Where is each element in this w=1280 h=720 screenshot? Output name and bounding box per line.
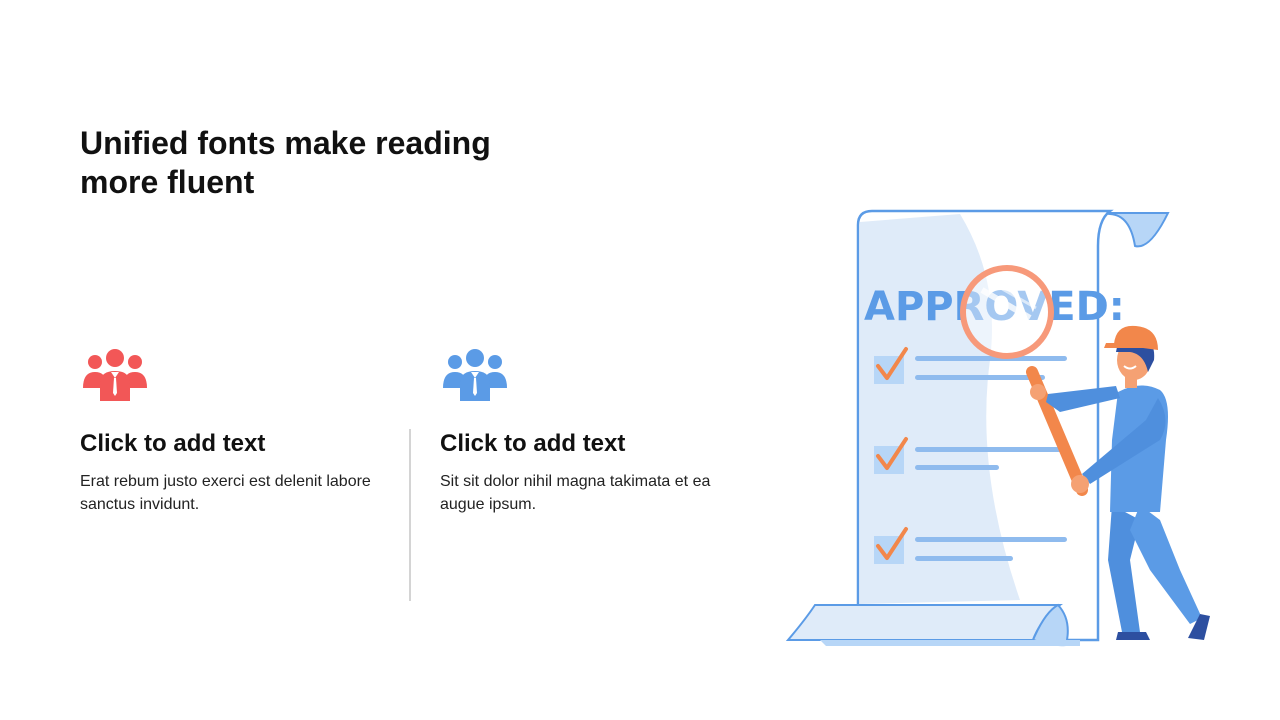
approved-text: APPROVED: <box>864 284 1125 330</box>
approval-illustration: APPROVED: <box>785 209 1210 647</box>
feature-card-2: Click to add text Sit sit dolor nihil ma… <box>440 344 740 516</box>
card-body: Sit sit dolor nihil magna takimata et ea… <box>440 473 711 513</box>
slide-title: Unified fonts make reading more fluent <box>80 125 491 200</box>
card-heading: Click to add text <box>80 430 266 457</box>
checklist <box>874 347 1067 564</box>
card-heading: Click to add text <box>440 430 626 457</box>
scroll-bottom-curl <box>785 604 1063 641</box>
magnifier-icon <box>960 265 1088 496</box>
column-divider <box>409 429 411 601</box>
card-body: Erat rebum justo exerci est delenit labo… <box>80 473 371 513</box>
feature-card-1: Click to add text Erat rebum justo exerc… <box>80 344 380 516</box>
scroll-top-curl <box>1099 212 1170 248</box>
team-icon <box>443 349 507 401</box>
worker-character <box>1030 325 1210 640</box>
team-icon <box>83 349 147 401</box>
